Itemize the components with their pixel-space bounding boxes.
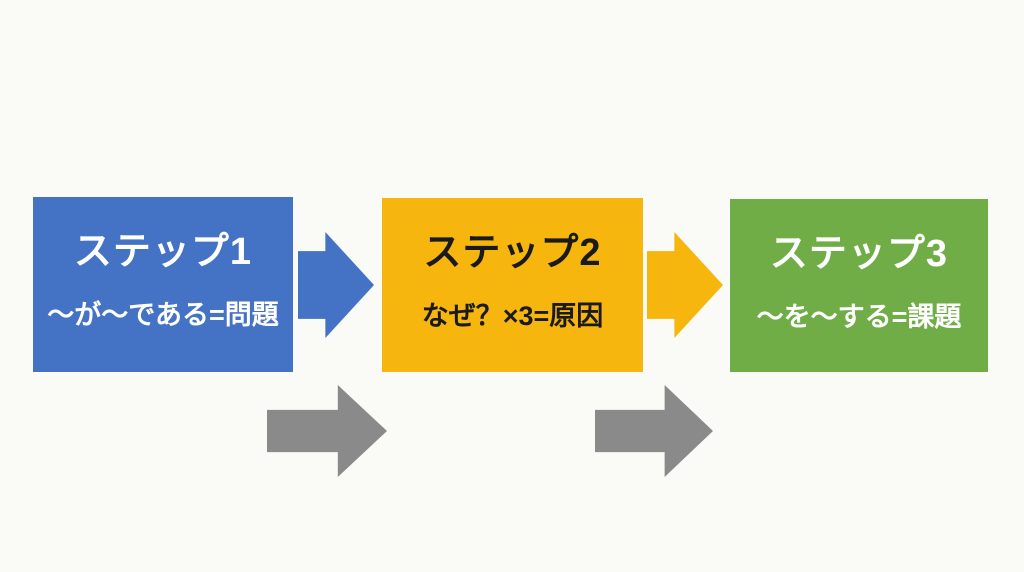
step1-box: ステップ1 〜が〜である=問題 [33,197,293,372]
step2-box: ステップ2 なぜ？×3=原因 [382,198,643,372]
gray-flow-arrow-2-icon [595,385,713,477]
step3-subtitle: 〜を〜する=課題 [756,302,962,332]
arrow-step1-to-step2-icon [298,232,374,338]
step3-title: ステップ3 [769,233,949,275]
step2-subtitle: なぜ？×3=原因 [421,301,604,331]
step1-title: ステップ1 [73,231,253,273]
step2-title: ステップ2 [423,232,602,274]
step1-subtitle: 〜が〜である=問題 [47,300,279,330]
gray-flow-arrow-1-icon [267,385,387,477]
step3-box: ステップ3 〜を〜する=課題 [730,199,988,372]
arrow-step2-to-step3-icon [647,232,723,338]
